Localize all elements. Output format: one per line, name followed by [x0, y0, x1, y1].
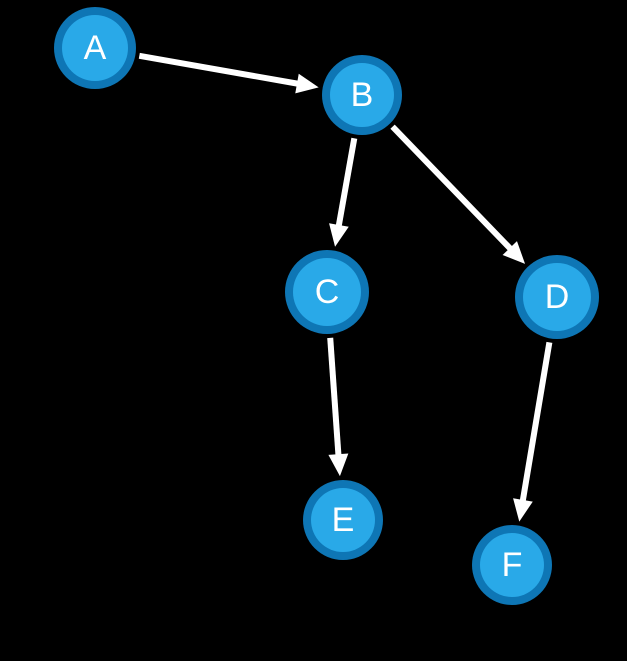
node-C[interactable]: C [285, 250, 369, 334]
node-body-E [311, 488, 375, 552]
arrowhead-C-E [328, 453, 349, 477]
node-body-C [293, 258, 361, 326]
edge-line-B-C[interactable] [335, 137, 358, 230]
arrowhead-D-F [513, 498, 533, 522]
arrowhead-B-C [329, 223, 349, 247]
edge-D-F[interactable] [513, 341, 553, 522]
node-body-D [523, 263, 591, 331]
edge-line-D-F[interactable] [519, 341, 553, 505]
arrowhead-B-D [502, 241, 526, 264]
edge-line-A-B[interactable] [138, 52, 302, 88]
edge-C-E[interactable] [327, 337, 349, 477]
edge-line-C-E[interactable] [327, 337, 342, 459]
node-body-A [62, 15, 128, 81]
edge-B-D[interactable] [390, 124, 526, 264]
node-D[interactable]: D [515, 255, 599, 339]
arrowhead-A-B [295, 73, 319, 94]
node-B[interactable]: B [322, 55, 402, 135]
edge-B-C[interactable] [329, 137, 358, 247]
node-body-B [330, 63, 394, 127]
node-E[interactable]: E [303, 480, 383, 560]
node-F[interactable]: F [472, 525, 552, 605]
edge-A-B[interactable] [138, 52, 319, 94]
edge-line-B-D[interactable] [390, 124, 515, 254]
node-A[interactable]: A [54, 7, 136, 89]
node-body-F [480, 533, 544, 597]
